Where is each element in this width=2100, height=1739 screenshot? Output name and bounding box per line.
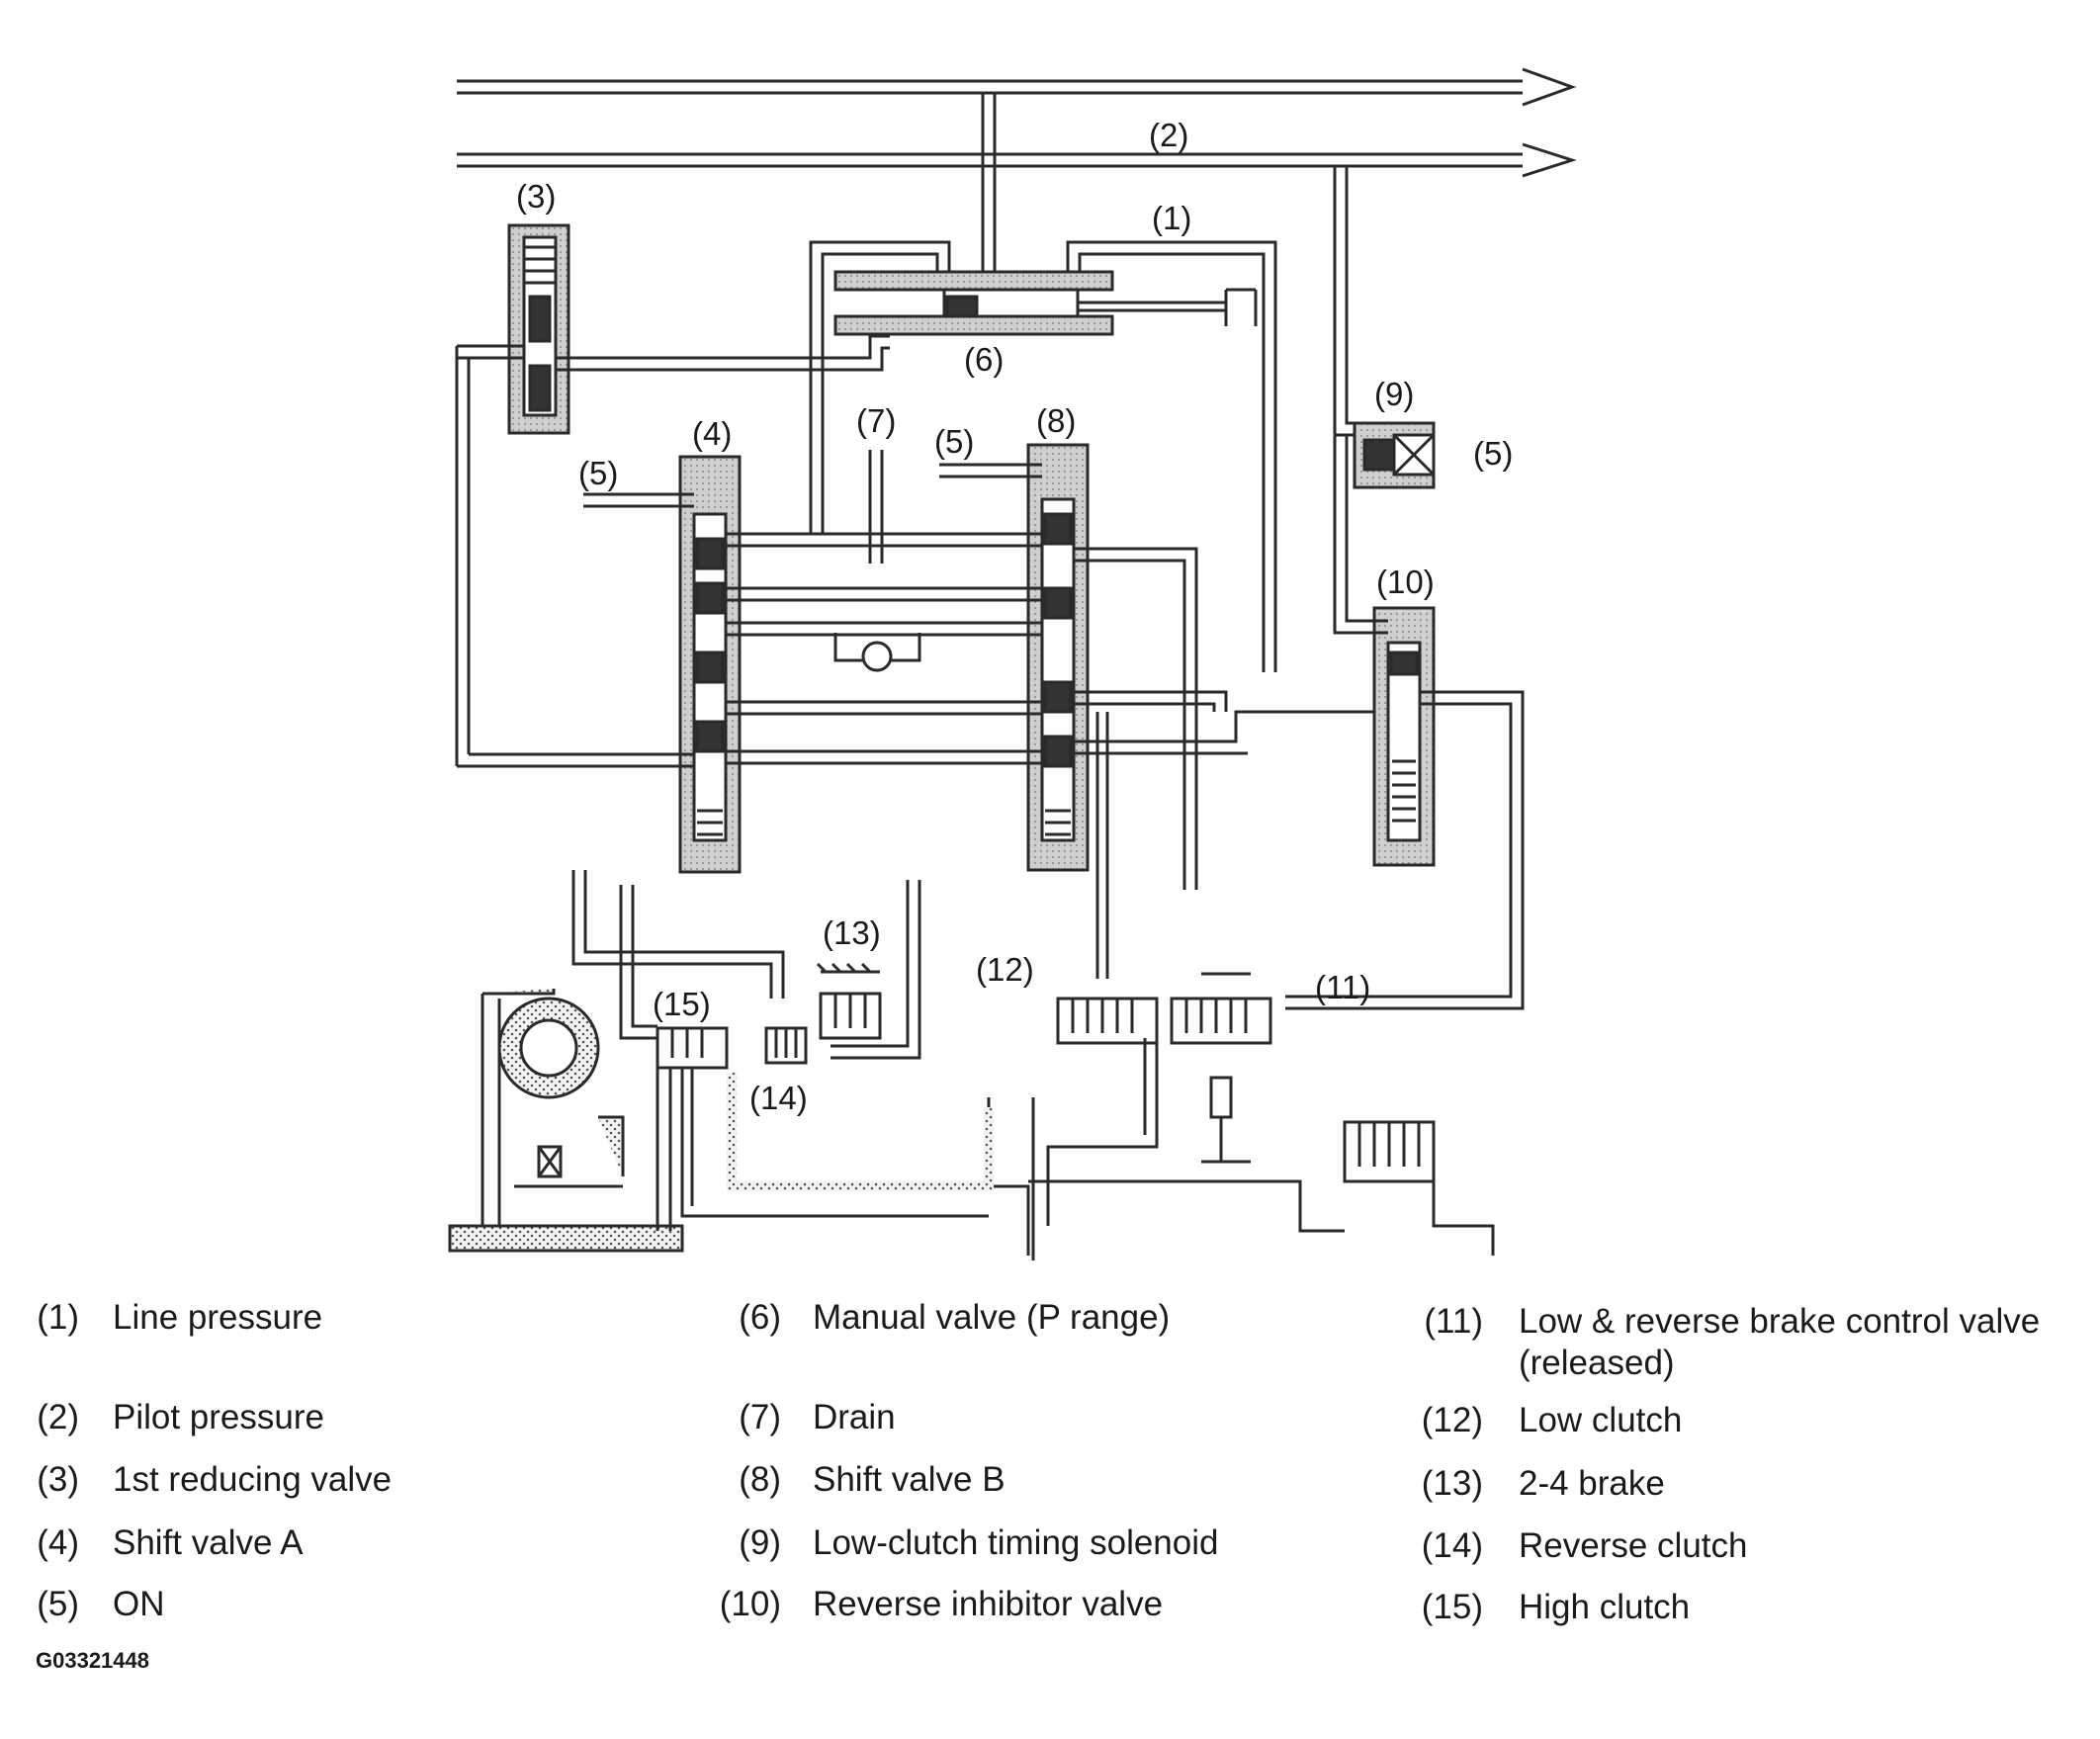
shift-valve-a xyxy=(678,455,742,874)
legend-text-15: High clutch xyxy=(1519,1588,1691,1626)
callout-8: (8) xyxy=(1036,402,1076,439)
inhibitor-to-lr-brake-line xyxy=(1285,690,1525,1010)
legend-num-8: (8) xyxy=(739,1460,781,1499)
valve-bottom-lines xyxy=(987,1097,1035,1261)
two-four-brake xyxy=(816,962,882,1040)
callout-5c: (5) xyxy=(1473,435,1513,472)
legend-text-12: Low clutch xyxy=(1519,1401,1683,1439)
callout-10: (10) xyxy=(1376,564,1435,600)
low-clutch-timing-solenoid xyxy=(1353,421,1436,489)
callout-13: (13) xyxy=(823,914,881,951)
legend-text-1: Line pressure xyxy=(113,1298,323,1337)
legend-text-14: Reverse clutch xyxy=(1519,1526,1748,1565)
reducing-valve-line-left xyxy=(455,344,524,766)
reducing-to-a-line xyxy=(457,752,694,768)
callout-9: (9) xyxy=(1374,376,1414,412)
legend-num-5: (5) xyxy=(37,1585,79,1623)
line-pressure-loop-left xyxy=(809,240,951,272)
hydraulic-circuit-diagram: (1) (2) (3) (4) (5) (5) (5) (6) (7) (8) … xyxy=(448,67,1577,1261)
a-to-2-4-brake-line xyxy=(571,870,785,999)
callout-12: (12) xyxy=(976,951,1034,988)
legend-text-13: 2-4 brake xyxy=(1519,1464,1665,1503)
shift-valve-b xyxy=(1026,443,1090,872)
legend-num-11: (11) xyxy=(1424,1302,1483,1341)
b-to-inhibitor-lines xyxy=(1074,690,1384,755)
legend-text-4: Shift valve A xyxy=(113,1523,304,1562)
legend-num-4: (4) xyxy=(37,1523,79,1562)
reverse-inhibitor-valve xyxy=(1372,606,1436,867)
legend-num-13: (13) xyxy=(1421,1464,1483,1503)
line-pressure-loop-right xyxy=(1066,240,1277,672)
legend-text-7: Drain xyxy=(813,1398,896,1436)
legend-num-15: (15) xyxy=(1421,1588,1483,1626)
pilot-line-2 xyxy=(457,142,1577,178)
legend-num-3: (3) xyxy=(37,1460,79,1499)
callout-15: (15) xyxy=(653,986,711,1022)
callout-2: (2) xyxy=(1149,117,1188,153)
legend-num-6: (6) xyxy=(739,1298,781,1337)
legend-num-1: (1) xyxy=(37,1298,79,1337)
rear-clutch-feed-line xyxy=(1028,1179,1345,1233)
callout-5a: (5) xyxy=(578,455,618,491)
high-clutch xyxy=(656,1026,729,1070)
legend-text-9: Low-clutch timing solenoid xyxy=(813,1523,1219,1562)
low-clutch-feed-line xyxy=(1046,1038,1159,1226)
legend-text-5: ON xyxy=(113,1585,165,1623)
callout-4: (4) xyxy=(692,415,732,452)
rear-clutch-pack xyxy=(1343,1120,1495,1256)
pilot-to-solenoid-line xyxy=(1333,166,1364,437)
low-clutch xyxy=(1056,997,1159,1045)
callout-3: (3) xyxy=(516,178,556,215)
first-reducing-valve xyxy=(507,223,570,435)
manual-valve xyxy=(833,270,1258,336)
callout-7: (7) xyxy=(856,402,896,439)
on-signal-line-b xyxy=(939,463,1042,478)
manual-drop-line xyxy=(809,272,825,534)
on-signal-line-a xyxy=(583,492,694,508)
legend-text-10: Reverse inhibitor valve xyxy=(813,1585,1164,1623)
a-to-high-clutch-line xyxy=(619,885,657,1040)
b-to-low-clutch-line xyxy=(1095,712,1109,979)
callout-14: (14) xyxy=(749,1080,808,1116)
oil-pump-section xyxy=(448,989,994,1253)
legend-num-10: (10) xyxy=(719,1585,781,1623)
reverse-clutch xyxy=(764,1026,808,1065)
manual-to-reverse-line xyxy=(831,880,921,1060)
pilot-drop-line xyxy=(981,93,997,282)
reducing-to-manual-line xyxy=(556,334,890,372)
callout-1: (1) xyxy=(1152,200,1191,236)
legend-text-11: Low & reverse brake control valve xyxy=(1519,1302,2041,1341)
legend-num-9: (9) xyxy=(739,1523,781,1562)
legend-num-2: (2) xyxy=(37,1398,79,1436)
ab-lower-lines xyxy=(726,700,1042,765)
legend-num-7: (7) xyxy=(739,1398,781,1436)
figure-code: G03321448 xyxy=(36,1648,149,1673)
callout-6: (6) xyxy=(964,341,1004,378)
ab-connect-lines xyxy=(726,532,1042,637)
legend-text-8: Shift valve B xyxy=(813,1460,1006,1499)
low-reverse-brake xyxy=(1170,972,1272,1164)
legend-num-14: (14) xyxy=(1421,1526,1483,1565)
legend-text-6: Manual valve (P range) xyxy=(813,1298,1171,1337)
callout-5b: (5) xyxy=(934,423,974,460)
legend-text-3: 1st reducing valve xyxy=(113,1460,393,1499)
callout-11: (11) xyxy=(1315,969,1370,1005)
legend-num-12: (12) xyxy=(1421,1401,1483,1439)
high-clutch-drain xyxy=(680,1068,989,1218)
solenoid-to-inhibitor-line xyxy=(1333,435,1388,635)
check-ball xyxy=(861,641,893,672)
pilot-line-top xyxy=(457,67,1577,107)
legend-text-2: Pilot pressure xyxy=(113,1398,324,1436)
legend-text-11-line2: (released) xyxy=(1519,1344,1675,1382)
b-right-drop-line xyxy=(1074,547,1198,890)
